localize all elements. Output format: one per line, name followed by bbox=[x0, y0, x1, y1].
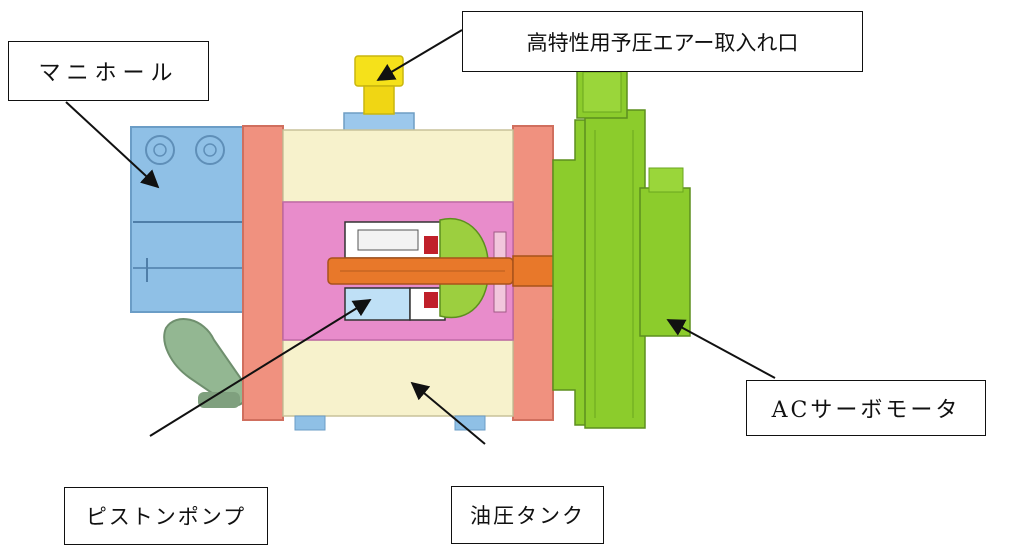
manifold-block bbox=[130, 126, 246, 313]
oil-tank-upper bbox=[282, 129, 514, 203]
arrow-oil-tank bbox=[410, 381, 486, 445]
arrow-servo-motor bbox=[666, 319, 776, 379]
air-inlet-fitting bbox=[354, 55, 404, 115]
arrow-air-inlet bbox=[376, 29, 463, 81]
manifold-label: マニホール bbox=[8, 41, 209, 101]
oil-tank-lower bbox=[282, 339, 514, 417]
servo-motor-label: ACサーボモータ bbox=[746, 380, 986, 436]
drive-shaft bbox=[327, 257, 514, 285]
arrow-manifold bbox=[65, 101, 160, 189]
drain-lever-handle[interactable] bbox=[163, 318, 249, 408]
oil-tank-label: 油圧タンク bbox=[451, 486, 604, 544]
piston-pump-label: ピストンポンプ bbox=[64, 487, 268, 545]
ac-servo-motor bbox=[552, 61, 691, 429]
base-foot-left bbox=[294, 415, 326, 431]
air-inlet-label: 高特性用予圧エアー取入れ口 bbox=[462, 11, 863, 72]
top-blue-fitting bbox=[343, 112, 415, 132]
arrow-piston-pump bbox=[149, 299, 372, 437]
